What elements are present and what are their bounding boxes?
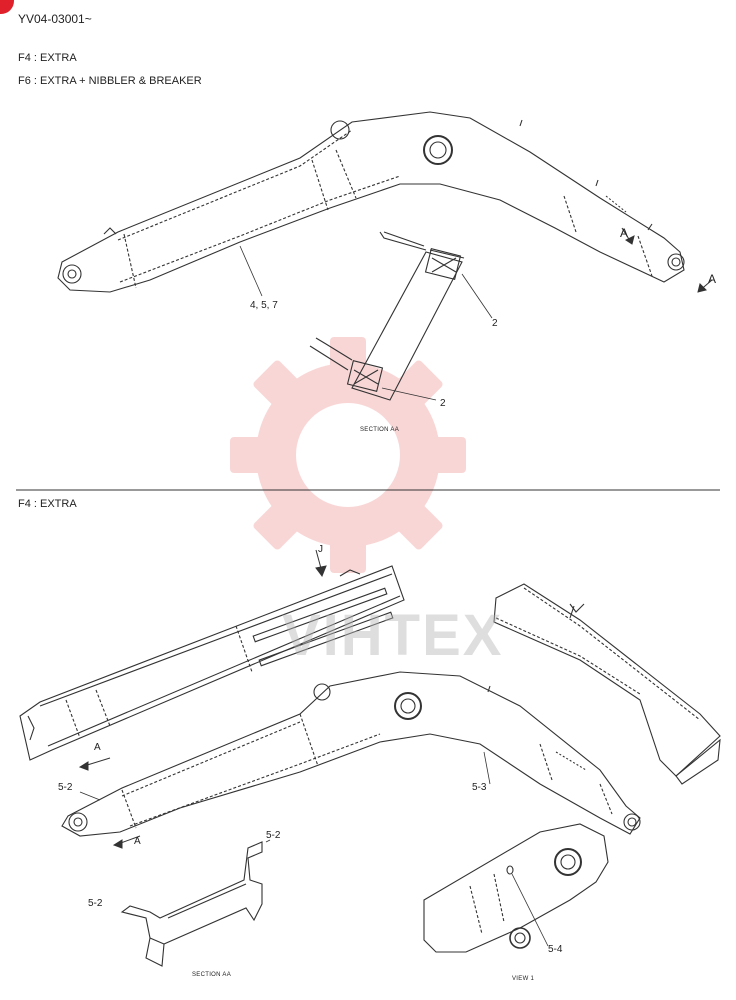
callout-5-2-detail-top: 5-2	[266, 830, 281, 841]
arrow-a-upper-icon	[621, 227, 635, 245]
arrow-a-left-icon	[78, 757, 111, 771]
arm-rotated-view	[493, 583, 721, 785]
callout-5-4: 5-4	[548, 944, 563, 955]
section-aa-top-detail	[309, 231, 493, 401]
watermark-gear-icon	[230, 337, 466, 573]
section-aa-bottom-detail	[120, 839, 271, 967]
section-aa-label-bottom: SECTION AA	[192, 972, 232, 978]
callout-a-lower: A	[134, 836, 141, 847]
document-code: YV04-03001~	[18, 12, 92, 26]
watermark-text: VIHTEX	[282, 603, 504, 668]
lower-option-f4-label: F4 : EXTRA	[18, 498, 77, 510]
callout-5-2-left: 5-2	[58, 782, 73, 793]
callout-a-left: A	[94, 742, 101, 753]
arrow-j-icon	[315, 549, 327, 578]
arrow-a-lower-icon	[112, 835, 141, 849]
callout-5-3: 5-3	[472, 782, 487, 793]
option-f4-label: F4 : EXTRA	[18, 52, 77, 64]
callout-a-right: A	[708, 272, 717, 286]
callout-a-upper: A	[620, 226, 629, 240]
section-aa-label-top: SECTION AA	[360, 427, 400, 433]
arrow-a-right-icon	[697, 279, 713, 293]
callout-boom-parts: 4, 5, 7	[250, 300, 278, 311]
view-1-detail	[423, 823, 609, 953]
callout-plate-top: 2	[492, 318, 498, 329]
boom-side-view-top	[57, 111, 685, 297]
option-f6-label: F6 : EXTRA + NIBBLER & BREAKER	[18, 75, 202, 87]
arm-top-view	[19, 565, 405, 761]
view-1-label: VIEW 1	[512, 976, 535, 982]
callout-j: J	[318, 544, 323, 555]
callout-5-2-detail-left: 5-2	[88, 898, 103, 909]
callout-plate-bottom: 2	[440, 398, 446, 409]
boom-side-view-bottom	[61, 671, 641, 837]
